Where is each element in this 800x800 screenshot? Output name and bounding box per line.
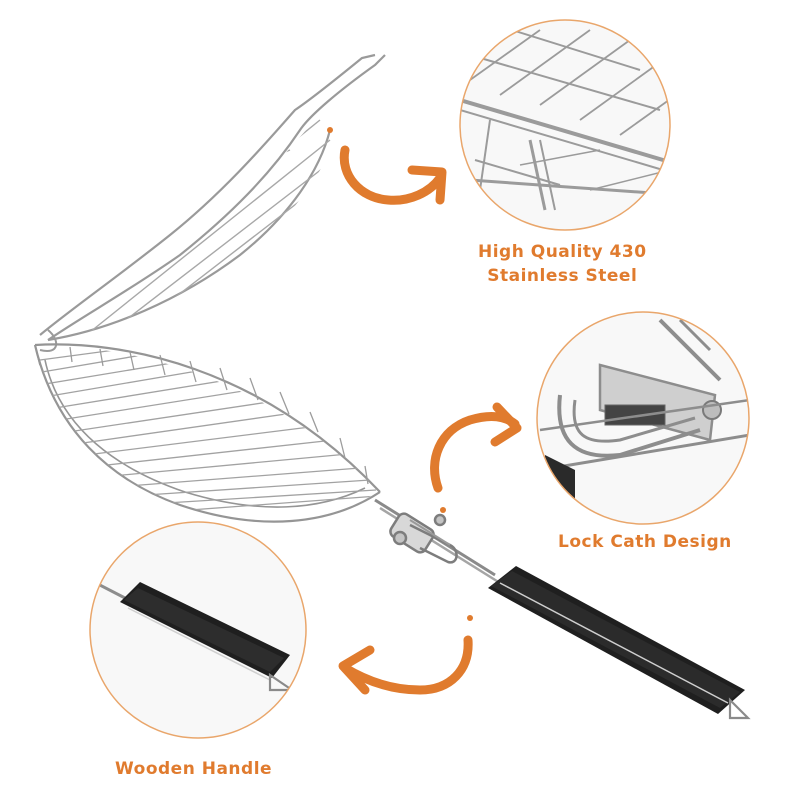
arrow-to-lock-icon	[430, 402, 522, 513]
handle-feature-label: Wooden Handle	[115, 759, 273, 779]
steel-feature-label: High Quality 430 Stainless Steel	[478, 240, 647, 288]
upper-basket-grill	[39, 53, 386, 352]
wooden-handle	[488, 566, 751, 720]
arrow-to-handle-icon	[338, 615, 473, 695]
steel-label-line2: Stainless Steel	[487, 266, 638, 286]
lower-basket-grill	[33, 343, 381, 523]
main-handle-assembly	[374, 498, 751, 720]
lock-catch	[389, 512, 458, 564]
lock-feature-label: Lock Cath Design	[558, 532, 732, 552]
lock-detail-callout	[536, 311, 750, 525]
arrow-to-steel-icon	[327, 127, 447, 205]
steel-label-line1: High Quality 430	[478, 242, 647, 262]
steel-detail-callout	[459, 19, 671, 231]
handle-detail-callout	[89, 521, 307, 739]
